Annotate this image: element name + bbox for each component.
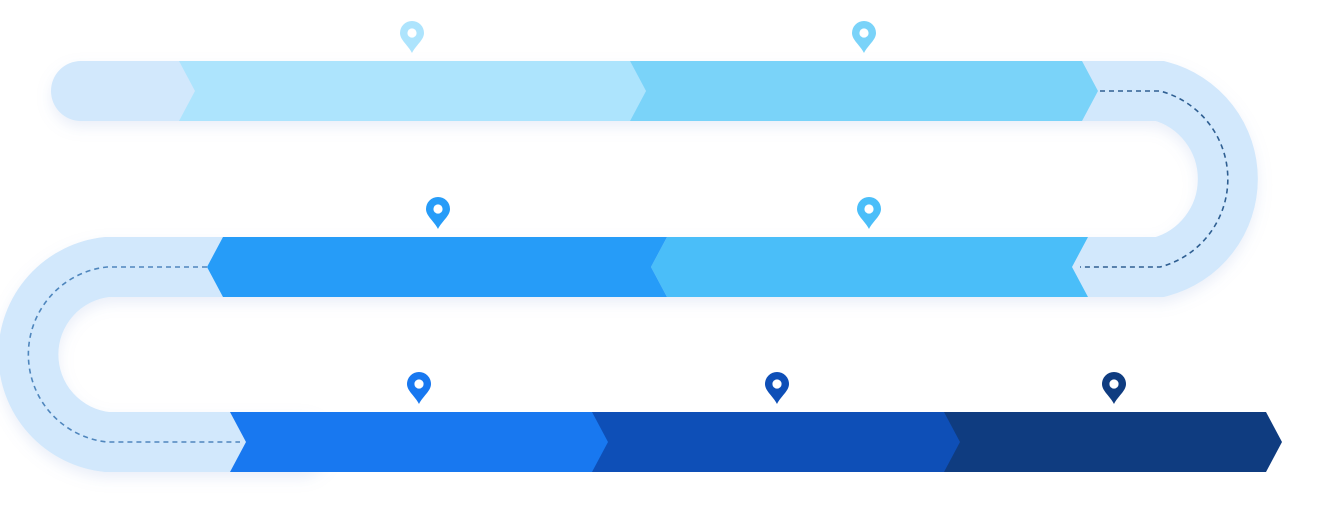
arrow-segment-lane-3-step-2 [592, 412, 961, 472]
arrow-segment-lane-3-step-1 [230, 412, 609, 472]
arrow-segment-lane-1-step-1 [179, 61, 646, 121]
dashed-guide [27, 90, 1229, 443]
map-pin-icon [857, 197, 881, 229]
map-pin-icon [400, 21, 424, 53]
map-pin-hole [1109, 379, 1119, 389]
arrow-segment-lane-2-step-1 [651, 237, 1088, 297]
map-pin-icon [765, 372, 789, 404]
map-pin-hole [433, 204, 443, 214]
map-pin-hole [414, 379, 424, 389]
map-pin-hole [864, 204, 874, 214]
map-pin-icon [852, 21, 876, 53]
arrow-segments [179, 61, 1282, 472]
map-pin-hole [772, 379, 782, 389]
map-pins [400, 21, 1126, 404]
map-pin-hole [407, 28, 417, 38]
map-pin-icon [407, 372, 431, 404]
arrow-segment-lane-1-step-2 [630, 61, 1098, 121]
map-pin-icon [426, 197, 450, 229]
map-pin-hole [859, 28, 869, 38]
arrow-segment-lane-3-step-3 [944, 412, 1282, 472]
arrow-segment-lane-2-step-2 [207, 237, 667, 297]
dashed-guide-left-turn [27, 266, 240, 443]
map-pin-icon [1102, 372, 1126, 404]
